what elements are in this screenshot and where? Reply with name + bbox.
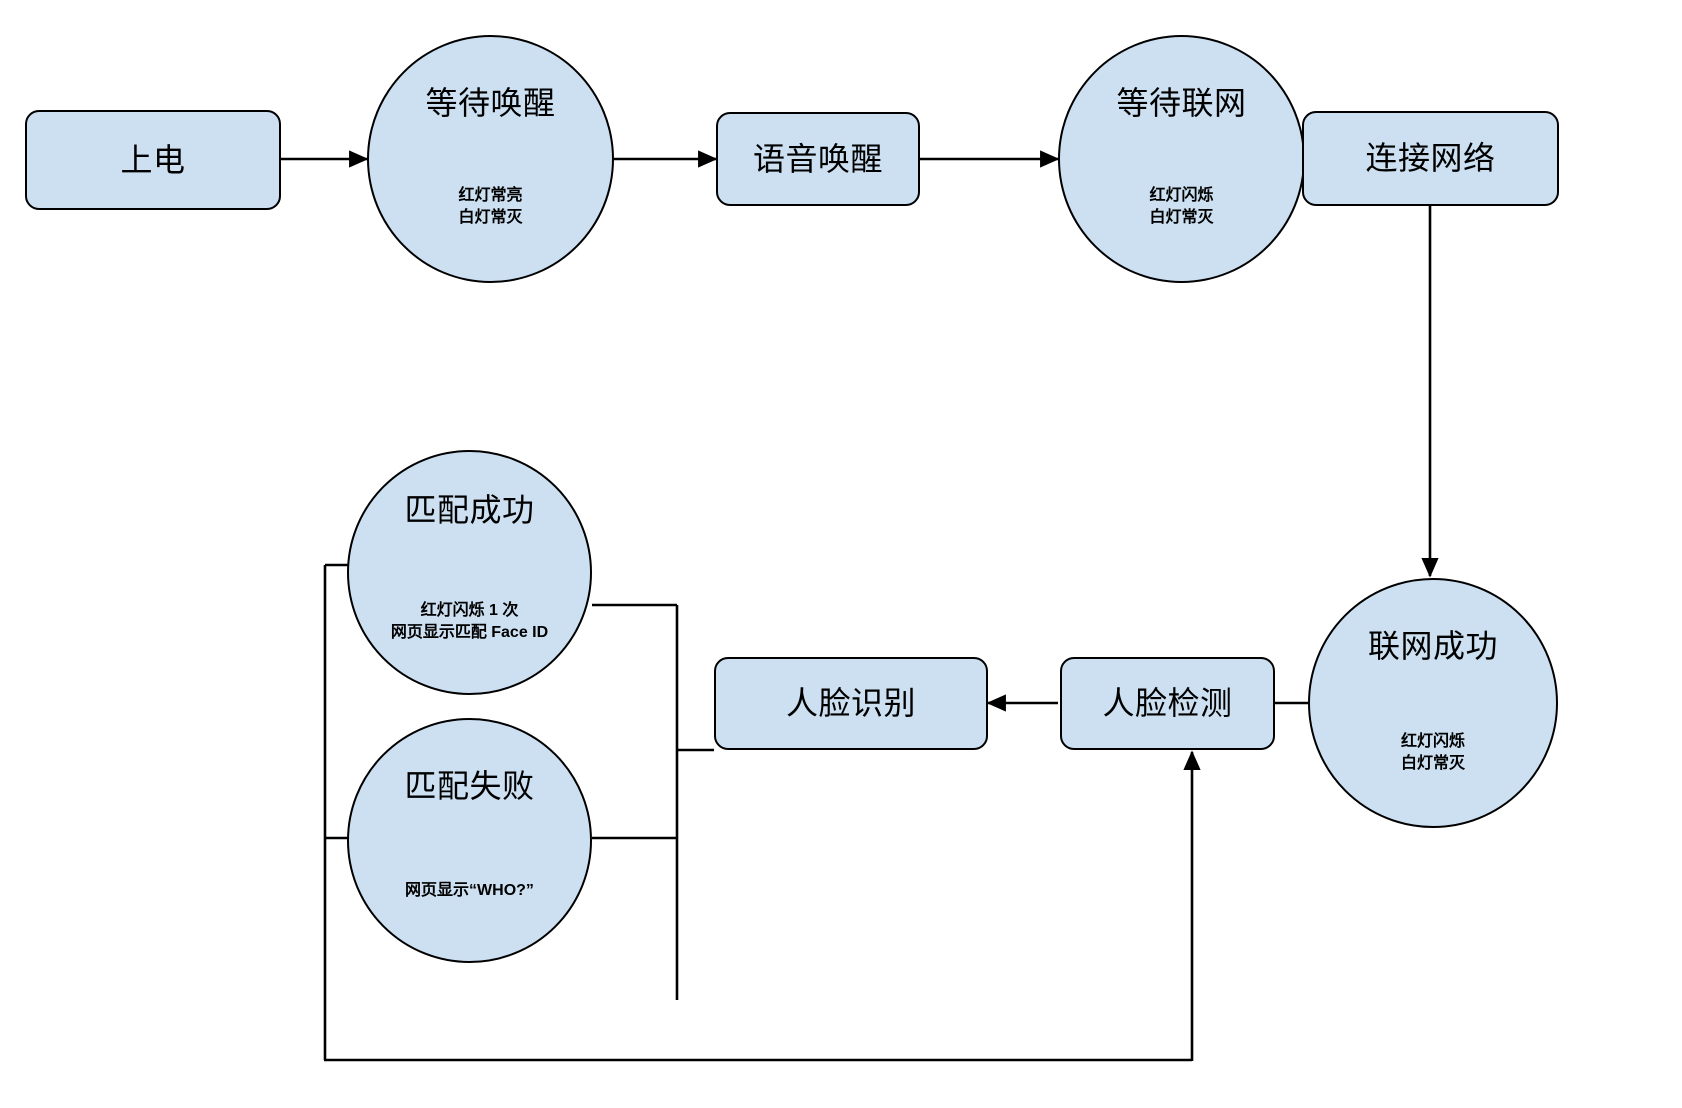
node-match-fail[interactable]: 匹配失败 网页显示“WHO?” — [347, 718, 592, 963]
node-match-success-title: 匹配成功 — [404, 492, 535, 528]
node-match-fail-sub-line1: 网页显示“WHO?” — [405, 882, 534, 899]
node-match-success-sub-line2: 网页显示匹配 Face ID — [390, 623, 549, 641]
node-network-success-title: 联网成功 — [1367, 628, 1498, 664]
node-voice-wakeup[interactable]: 语音唤醒 — [716, 112, 920, 206]
node-match-success-sub-line1: 红灯闪烁 1 次 — [420, 602, 519, 619]
node-network-success[interactable]: 联网成功 红灯闪烁 白灯常灭 — [1308, 578, 1558, 828]
node-wait-network[interactable]: 等待联网 红灯闪烁 白灯常灭 — [1058, 35, 1305, 283]
node-face-recognize-title: 人脸识别 — [785, 685, 916, 722]
node-face-detect[interactable]: 人脸检测 — [1060, 657, 1275, 750]
node-match-success[interactable]: 匹配成功 红灯闪烁 1 次 网页显示匹配 Face ID — [347, 450, 592, 695]
node-connect-network[interactable]: 连接网络 — [1302, 111, 1559, 206]
node-wait-network-title: 等待联网 — [1116, 85, 1247, 121]
node-power-on-title: 上电 — [120, 141, 186, 178]
node-power-on[interactable]: 上电 — [25, 110, 281, 210]
node-wait-wakeup[interactable]: 等待唤醒 红灯常亮 白灯常灭 — [367, 35, 614, 283]
node-wait-wakeup-sub-line1: 红灯常亮 — [458, 187, 523, 204]
node-network-success-sub-line2: 白灯常灭 — [1400, 754, 1465, 772]
node-face-detect-title: 人脸检测 — [1102, 685, 1233, 722]
node-face-recognize[interactable]: 人脸识别 — [714, 657, 988, 750]
node-wait-network-sub-line1: 红灯闪烁 — [1149, 187, 1214, 204]
node-match-fail-title: 匹配失败 — [404, 768, 535, 804]
node-wait-network-sub-line2: 白灯常灭 — [1149, 208, 1214, 226]
node-voice-wakeup-title: 语音唤醒 — [752, 140, 883, 177]
node-wait-wakeup-sub-line2: 白灯常灭 — [458, 208, 523, 226]
node-network-success-sub-line1: 红灯闪烁 — [1400, 733, 1465, 750]
node-connect-network-title: 连接网络 — [1365, 140, 1496, 177]
node-wait-wakeup-title: 等待唤醒 — [425, 85, 556, 121]
